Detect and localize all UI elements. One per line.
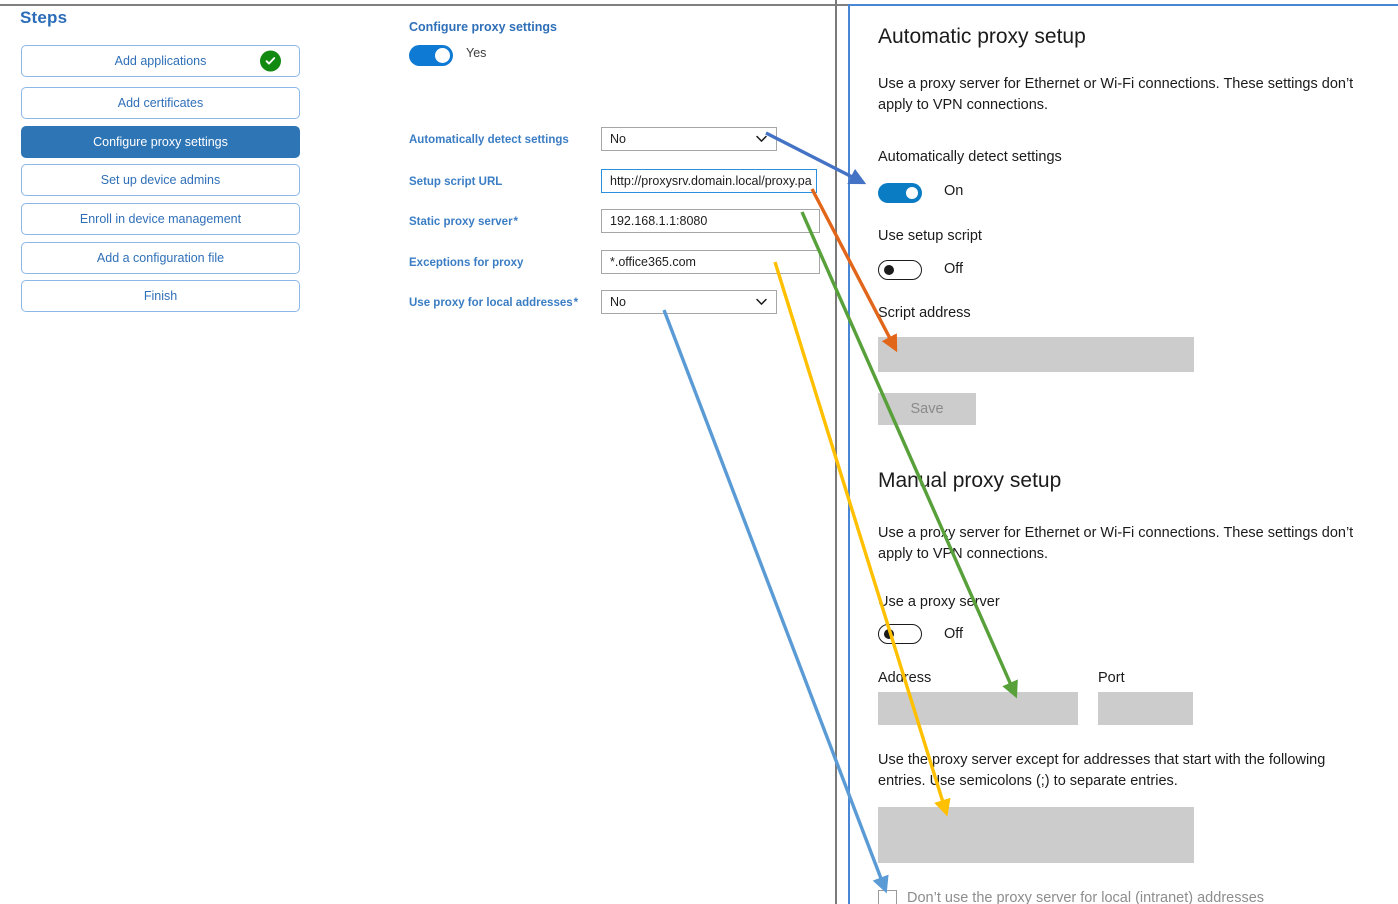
configure-proxy-toggle[interactable]	[409, 45, 453, 66]
chevron-down-icon	[756, 135, 767, 143]
save-button[interactable]: Save	[878, 393, 976, 425]
step-add-certificates[interactable]: Add certificates	[21, 87, 300, 119]
step-configure-proxy-settings[interactable]: Configure proxy settings	[21, 126, 300, 158]
use-a-proxy-server-toggle[interactable]	[878, 624, 922, 644]
input-static-proxy-server[interactable]: 192.168.1.1:8080	[601, 209, 820, 233]
use-a-proxy-server-state: Off	[944, 626, 964, 642]
use-setup-script-toggle[interactable]	[878, 260, 922, 280]
address-input[interactable]	[878, 692, 1078, 725]
input-value: http://proxysrv.domain.local/proxy.pa	[610, 174, 812, 188]
script-address-input[interactable]	[878, 337, 1194, 372]
toggle-knob	[906, 187, 918, 199]
bypass-local-label: Don’t use the proxy server for local (in…	[907, 890, 1265, 904]
toggle-knob	[884, 265, 894, 275]
chevron-down-icon	[756, 298, 767, 306]
port-label: Port	[1098, 670, 1125, 686]
step-enroll-in-device-management[interactable]: Enroll in device management	[21, 203, 300, 235]
bypass-local-checkbox[interactable]	[878, 890, 897, 904]
select-value: No	[610, 295, 626, 309]
select-use-proxy-for-local-addresses[interactable]: No	[601, 290, 777, 314]
use-a-proxy-server-label: Use a proxy server	[878, 594, 1000, 610]
check-circle-icon	[260, 50, 281, 72]
step-label: Add applications	[114, 54, 207, 68]
port-input[interactable]	[1098, 692, 1193, 725]
input-setup-script-url[interactable]: http://proxysrv.domain.local/proxy.pa	[601, 169, 817, 193]
input-value: 192.168.1.1:8080	[610, 214, 708, 228]
input-value: *.office365.com	[610, 255, 696, 269]
manual-proxy-setup-heading: Manual proxy setup	[878, 469, 1062, 492]
label-automatically-detect-settings: Automatically detect settings	[409, 134, 569, 146]
select-automatically-detect-settings[interactable]: No	[601, 127, 777, 151]
manual-proxy-setup-description: Use a proxy server for Ethernet or Wi-Fi…	[878, 525, 1354, 562]
exceptions-input[interactable]	[878, 807, 1194, 863]
use-setup-script-label: Use setup script	[878, 228, 982, 244]
step-label: Add certificates	[117, 96, 204, 110]
step-label: Configure proxy settings	[93, 135, 228, 149]
step-label: Add a configuration file	[96, 251, 225, 265]
step-add-a-configuration-file[interactable]: Add a configuration file	[21, 242, 300, 274]
step-label: Finish	[143, 289, 178, 303]
steps-title: Steps	[20, 8, 68, 27]
script-address-label: Script address	[878, 305, 971, 321]
label-exceptions-for-proxy: Exceptions for proxy	[409, 257, 524, 269]
toggle-knob	[884, 629, 894, 639]
step-set-up-device-admins[interactable]: Set up device admins	[21, 164, 300, 196]
form-title: Configure proxy settings	[409, 20, 557, 34]
top-divider-rule	[0, 4, 938, 6]
use-setup-script-state: Off	[944, 261, 964, 277]
input-exceptions-for-proxy[interactable]: *.office365.com	[601, 250, 820, 274]
step-add-applications[interactable]: Add applications	[21, 45, 300, 77]
vertical-divider	[835, 0, 837, 904]
auto-detect-settings-state: On	[944, 183, 964, 199]
label-static-proxy-server: Static proxy server *	[409, 216, 518, 228]
automatic-proxy-setup-heading: Automatic proxy setup	[878, 25, 1086, 48]
windows-proxy-settings-panel: Automatic proxy setup Use a proxy server…	[848, 4, 1398, 904]
step-label: Enroll in device management	[79, 212, 242, 226]
step-label: Set up device admins	[100, 173, 221, 187]
auto-detect-settings-toggle[interactable]	[878, 183, 922, 203]
step-finish[interactable]: Finish	[21, 280, 300, 312]
label-setup-script-url: Setup script URL	[409, 176, 503, 188]
address-label: Address	[878, 670, 932, 686]
label-use-proxy-for-local-addresses: Use proxy for local addresses *	[409, 297, 579, 309]
auto-detect-settings-label: Automatically detect settings	[878, 149, 1062, 165]
exceptions-description: Use the proxy server except for addresse…	[878, 752, 1326, 789]
select-value: No	[610, 132, 626, 146]
automatic-proxy-setup-description: Use a proxy server for Ethernet or Wi-Fi…	[878, 76, 1354, 113]
toggle-knob	[435, 48, 450, 63]
configure-proxy-toggle-label: Yes	[466, 46, 487, 60]
